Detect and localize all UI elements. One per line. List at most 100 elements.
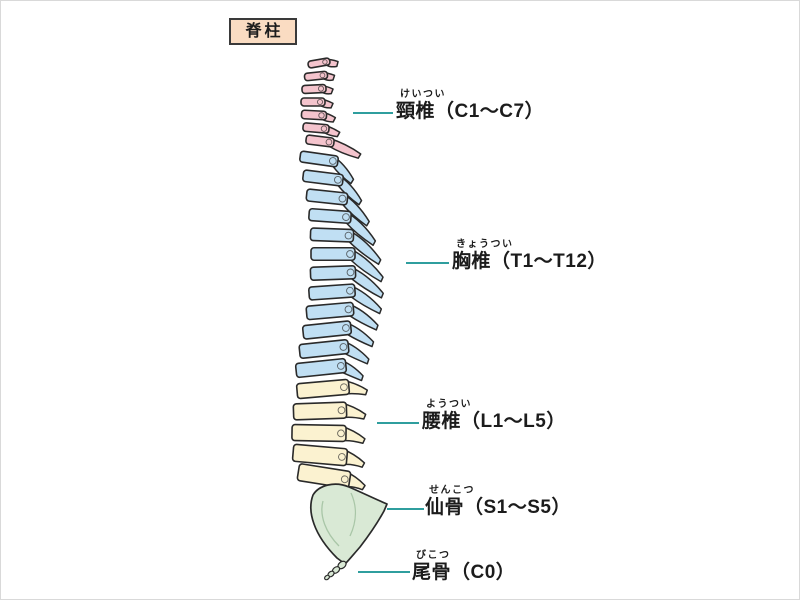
cervical-vertebra	[302, 122, 341, 138]
thoracic-vertebra	[305, 188, 370, 227]
facet-joint	[322, 59, 328, 65]
facet-joint	[340, 383, 348, 392]
thoracic-vertebra	[309, 227, 382, 266]
thoracic-vertebra	[301, 169, 363, 206]
cervical-vertebra	[300, 109, 337, 123]
sacrum-region	[310, 483, 388, 565]
facet-joint	[342, 324, 350, 332]
vertebral-body	[303, 70, 329, 82]
leader-lines	[353, 112, 449, 573]
vertebral-body	[302, 122, 330, 134]
facet-joint	[337, 362, 345, 370]
facet-joint	[346, 286, 354, 295]
facet-joint	[319, 72, 326, 79]
vertebral-body	[299, 150, 339, 168]
facet-joint	[339, 343, 348, 351]
spinous-process	[336, 173, 363, 206]
facet-joint	[318, 112, 325, 119]
sacrum-inner-line	[321, 500, 340, 547]
vertebral-body	[308, 283, 356, 301]
facet-joint	[340, 475, 349, 484]
vertebral-body	[292, 401, 348, 421]
vertebral-body	[296, 463, 352, 489]
thoracic-vertebra	[299, 150, 355, 185]
facet-joint	[317, 85, 325, 92]
vertebral-body	[298, 338, 350, 360]
cervical-vertebra	[307, 57, 339, 69]
vertebral-body	[300, 97, 326, 107]
lumbar-vertebra	[291, 443, 366, 468]
facet-joint	[316, 98, 324, 106]
facet-joint	[320, 125, 328, 132]
label-sacrum: せんこつ 仙骨（S1～S5）	[425, 485, 571, 518]
thoracic-region	[294, 150, 384, 382]
thoracic-vertebra	[309, 265, 384, 299]
thoracic-vertebra	[308, 283, 383, 315]
lumbar-region	[291, 378, 369, 491]
thoracic-furigana: きょうつい	[456, 239, 514, 250]
spinous-process	[348, 247, 384, 283]
lumbar-vertebra	[292, 401, 367, 421]
lumbar-vertebra	[295, 378, 369, 400]
facet-joint	[346, 250, 354, 258]
spinous-process	[344, 210, 377, 247]
cervical-vertebra	[305, 134, 362, 159]
spinous-process	[346, 229, 382, 266]
thoracic-vertebra	[301, 320, 375, 348]
facet-joint	[325, 138, 333, 146]
thoracic-vertebra	[294, 357, 364, 382]
vertebral-body	[309, 265, 357, 281]
lumbar-vertebra	[291, 423, 366, 445]
vertebral-body	[301, 169, 345, 187]
label-coccyx: びこつ 尾骨（C0）	[412, 550, 515, 583]
label-lumbar-vertebrae: ようつい 腰椎（L1～L5）	[422, 399, 566, 432]
vertebral-body	[301, 320, 353, 340]
facet-joint	[344, 231, 353, 240]
vertebral-body	[309, 227, 355, 243]
vertebral-body	[301, 83, 327, 95]
coccyx-region	[324, 560, 347, 581]
label-cervical-vertebrae: けいつい 頸椎（C1～C7）	[396, 89, 544, 122]
facet-joint	[337, 406, 346, 415]
cervical-label-text: 頸椎（C1～C7）	[396, 101, 545, 122]
facet-joint	[338, 453, 346, 461]
spinous-process	[346, 302, 379, 331]
vertebral-body	[307, 57, 331, 69]
vertebral-body	[308, 207, 352, 225]
facet-joint	[346, 268, 355, 277]
thoracic-vertebra	[308, 207, 377, 247]
spinous-process	[348, 265, 384, 299]
thoracic-vertebra	[298, 338, 370, 365]
facet-joint	[337, 429, 345, 438]
facet-joint	[334, 175, 342, 184]
vertebral-body	[295, 378, 351, 400]
vertebral-body	[291, 443, 349, 467]
thoracic-label-text: 胸椎（T1～T12）	[452, 251, 607, 272]
facet-joint	[338, 194, 347, 203]
vertebral-body	[305, 188, 349, 206]
coccyx-furigana: びこつ	[416, 550, 451, 561]
sacrum-bone	[310, 483, 388, 565]
lumbar-vertebra	[296, 463, 366, 491]
facet-joint	[342, 213, 350, 221]
cervical-vertebra	[301, 83, 334, 95]
vertebral-body	[310, 246, 356, 262]
vertebral-body	[291, 423, 347, 443]
thoracic-vertebra	[305, 301, 379, 331]
label-thoracic-vertebrae: きょうつい 胸椎（T1～T12）	[452, 239, 607, 272]
coccyx-label-text: 尾骨（C0）	[412, 562, 516, 583]
sacrum-label-text: 仙骨（S1～S5）	[425, 497, 571, 518]
diagram-title-box: 脊柱	[229, 18, 297, 45]
sacrum-inner-line	[349, 492, 357, 537]
spinous-process	[327, 137, 362, 159]
cervical-furigana: けいつい	[400, 89, 446, 100]
lumbar-furigana: ようつい	[426, 399, 472, 410]
facet-joint	[344, 305, 353, 314]
coccyx-segment	[324, 574, 330, 581]
facet-joint	[329, 157, 337, 165]
cervical-region	[300, 57, 362, 159]
diagram-title-text: 脊柱	[245, 22, 284, 40]
spinous-process	[347, 284, 383, 315]
